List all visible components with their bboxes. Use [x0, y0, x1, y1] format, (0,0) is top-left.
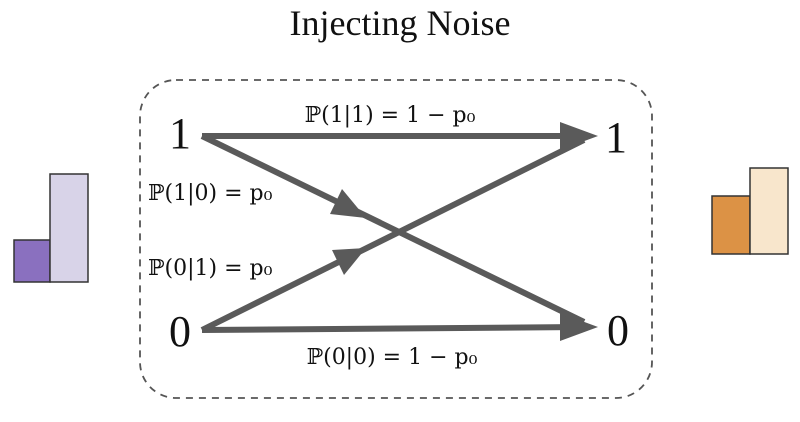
- arrowhead-0-to-0: [560, 313, 598, 341]
- channel-box: [139, 79, 653, 399]
- input-bar-light: [49, 173, 89, 283]
- label-p01: ℙ(0|1) = p₀: [148, 256, 273, 281]
- output-distribution-icon: [711, 167, 789, 255]
- output-node-1: 1: [605, 113, 627, 162]
- diagram-title: Injecting Noise: [289, 3, 511, 43]
- arrow-1-to-0: [200, 133, 586, 325]
- label-p10: ℙ(1|0) = p₀: [148, 181, 273, 206]
- arrowhead-0-to-1-mid: [332, 248, 366, 275]
- arrowhead-1-to-1: [560, 122, 598, 150]
- arrow-0-to-0: [201, 324, 583, 333]
- output-node-0: 0: [607, 306, 629, 355]
- arrow-0-to-1: [200, 137, 586, 333]
- input-node-0: 0: [169, 307, 191, 356]
- input-distribution-icon: [13, 173, 89, 283]
- output-bar-dark: [711, 195, 751, 255]
- arrowhead-1-to-0-mid: [330, 189, 366, 218]
- label-p00: ℙ(0|0) = 1 − p₀: [307, 345, 478, 370]
- label-p11: ℙ(1|1) = 1 − p₀: [305, 103, 476, 128]
- input-bar-dark: [13, 239, 51, 283]
- output-bar-light: [749, 167, 789, 255]
- input-node-1: 1: [169, 109, 191, 158]
